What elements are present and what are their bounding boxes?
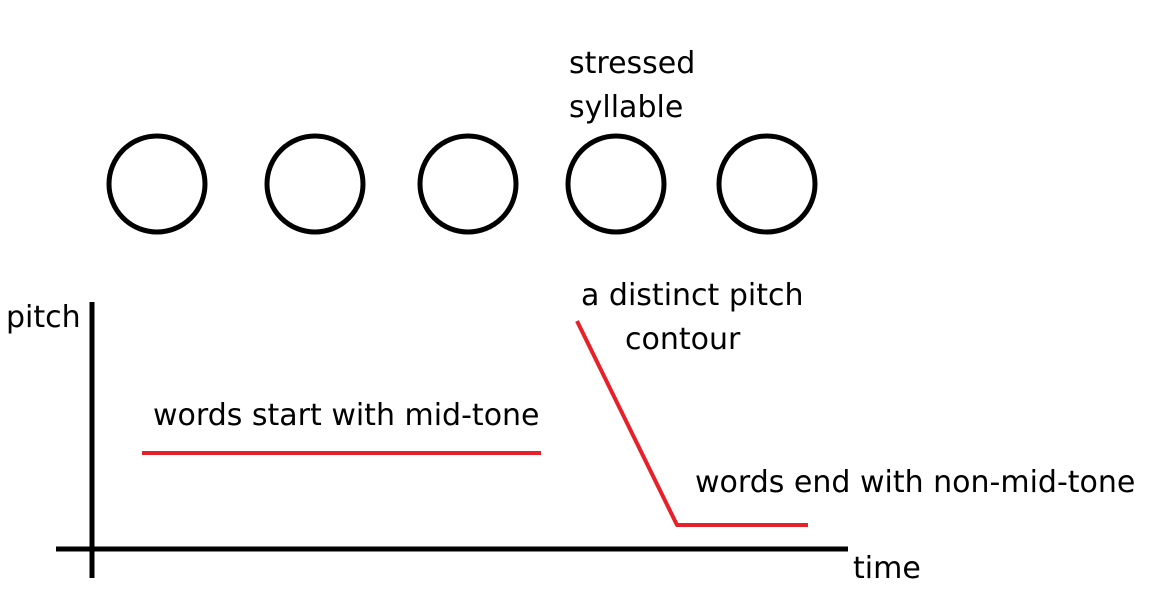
syllable-row: [106, 133, 818, 235]
contour-annotation-line2: contour: [625, 322, 741, 357]
syllable-circle-5: [716, 133, 818, 235]
stressed-label-line1: stressed: [569, 46, 695, 81]
syllable-circle-2: [264, 133, 366, 235]
start-annotation: words start with mid-tone: [153, 398, 540, 433]
syllable-circle-3: [417, 133, 519, 235]
x-axis-label: time: [853, 551, 921, 586]
y-axis-label: pitch: [6, 300, 81, 335]
syllable-circle-1: [106, 133, 208, 235]
end-annotation: words end with non-mid-tone: [695, 465, 1135, 500]
contour-annotation-line1: a distinct pitch: [581, 278, 803, 313]
stressed-contour-line: [575, 320, 808, 527]
stressed-label-line2: syllable: [569, 90, 683, 125]
syllable-circle-stressed: [565, 133, 667, 235]
